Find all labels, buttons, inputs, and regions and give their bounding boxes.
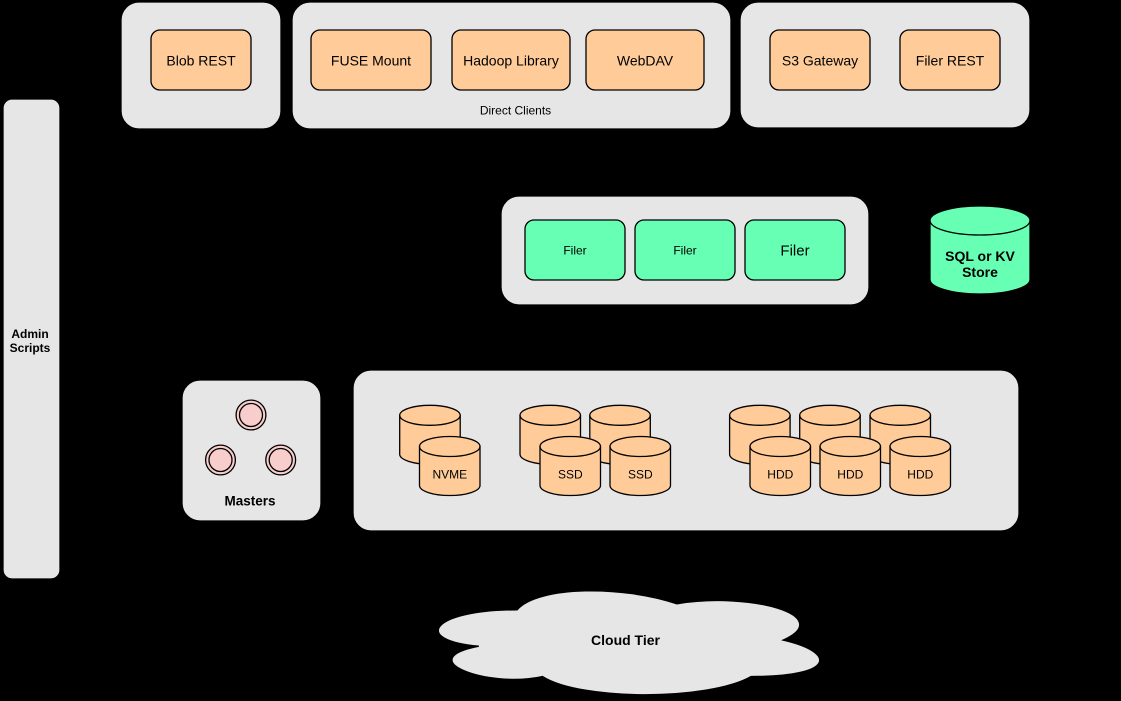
- svg-text:SSD: SSD: [558, 468, 583, 482]
- svg-text:Hadoop Library: Hadoop Library: [463, 53, 559, 69]
- svg-text:HDD: HDD: [767, 468, 793, 482]
- svg-text:Cloud Tier: Cloud Tier: [591, 632, 661, 648]
- svg-text:Direct Clients: Direct Clients: [480, 104, 551, 118]
- svg-text:HDD: HDD: [837, 468, 863, 482]
- svg-text:Blob REST: Blob REST: [166, 53, 236, 69]
- svg-text:Scripts: Scripts: [10, 341, 51, 355]
- svg-text:Filer REST: Filer REST: [916, 53, 985, 69]
- svg-text:SQL or KV: SQL or KV: [945, 248, 1015, 264]
- svg-text:S3 Gateway: S3 Gateway: [782, 53, 858, 69]
- svg-text:Masters: Masters: [224, 494, 275, 509]
- svg-text:Filer: Filer: [673, 244, 696, 258]
- svg-text:SSD: SSD: [628, 468, 653, 482]
- svg-text:Admin: Admin: [11, 327, 48, 341]
- svg-text:HDD: HDD: [907, 468, 933, 482]
- svg-text:WebDAV: WebDAV: [617, 53, 674, 69]
- svg-text:Filer: Filer: [563, 244, 586, 258]
- svg-text:FUSE Mount: FUSE Mount: [331, 53, 411, 69]
- svg-text:Store: Store: [962, 264, 998, 280]
- svg-text:Filer: Filer: [780, 243, 809, 260]
- svg-text:NVME: NVME: [432, 468, 467, 482]
